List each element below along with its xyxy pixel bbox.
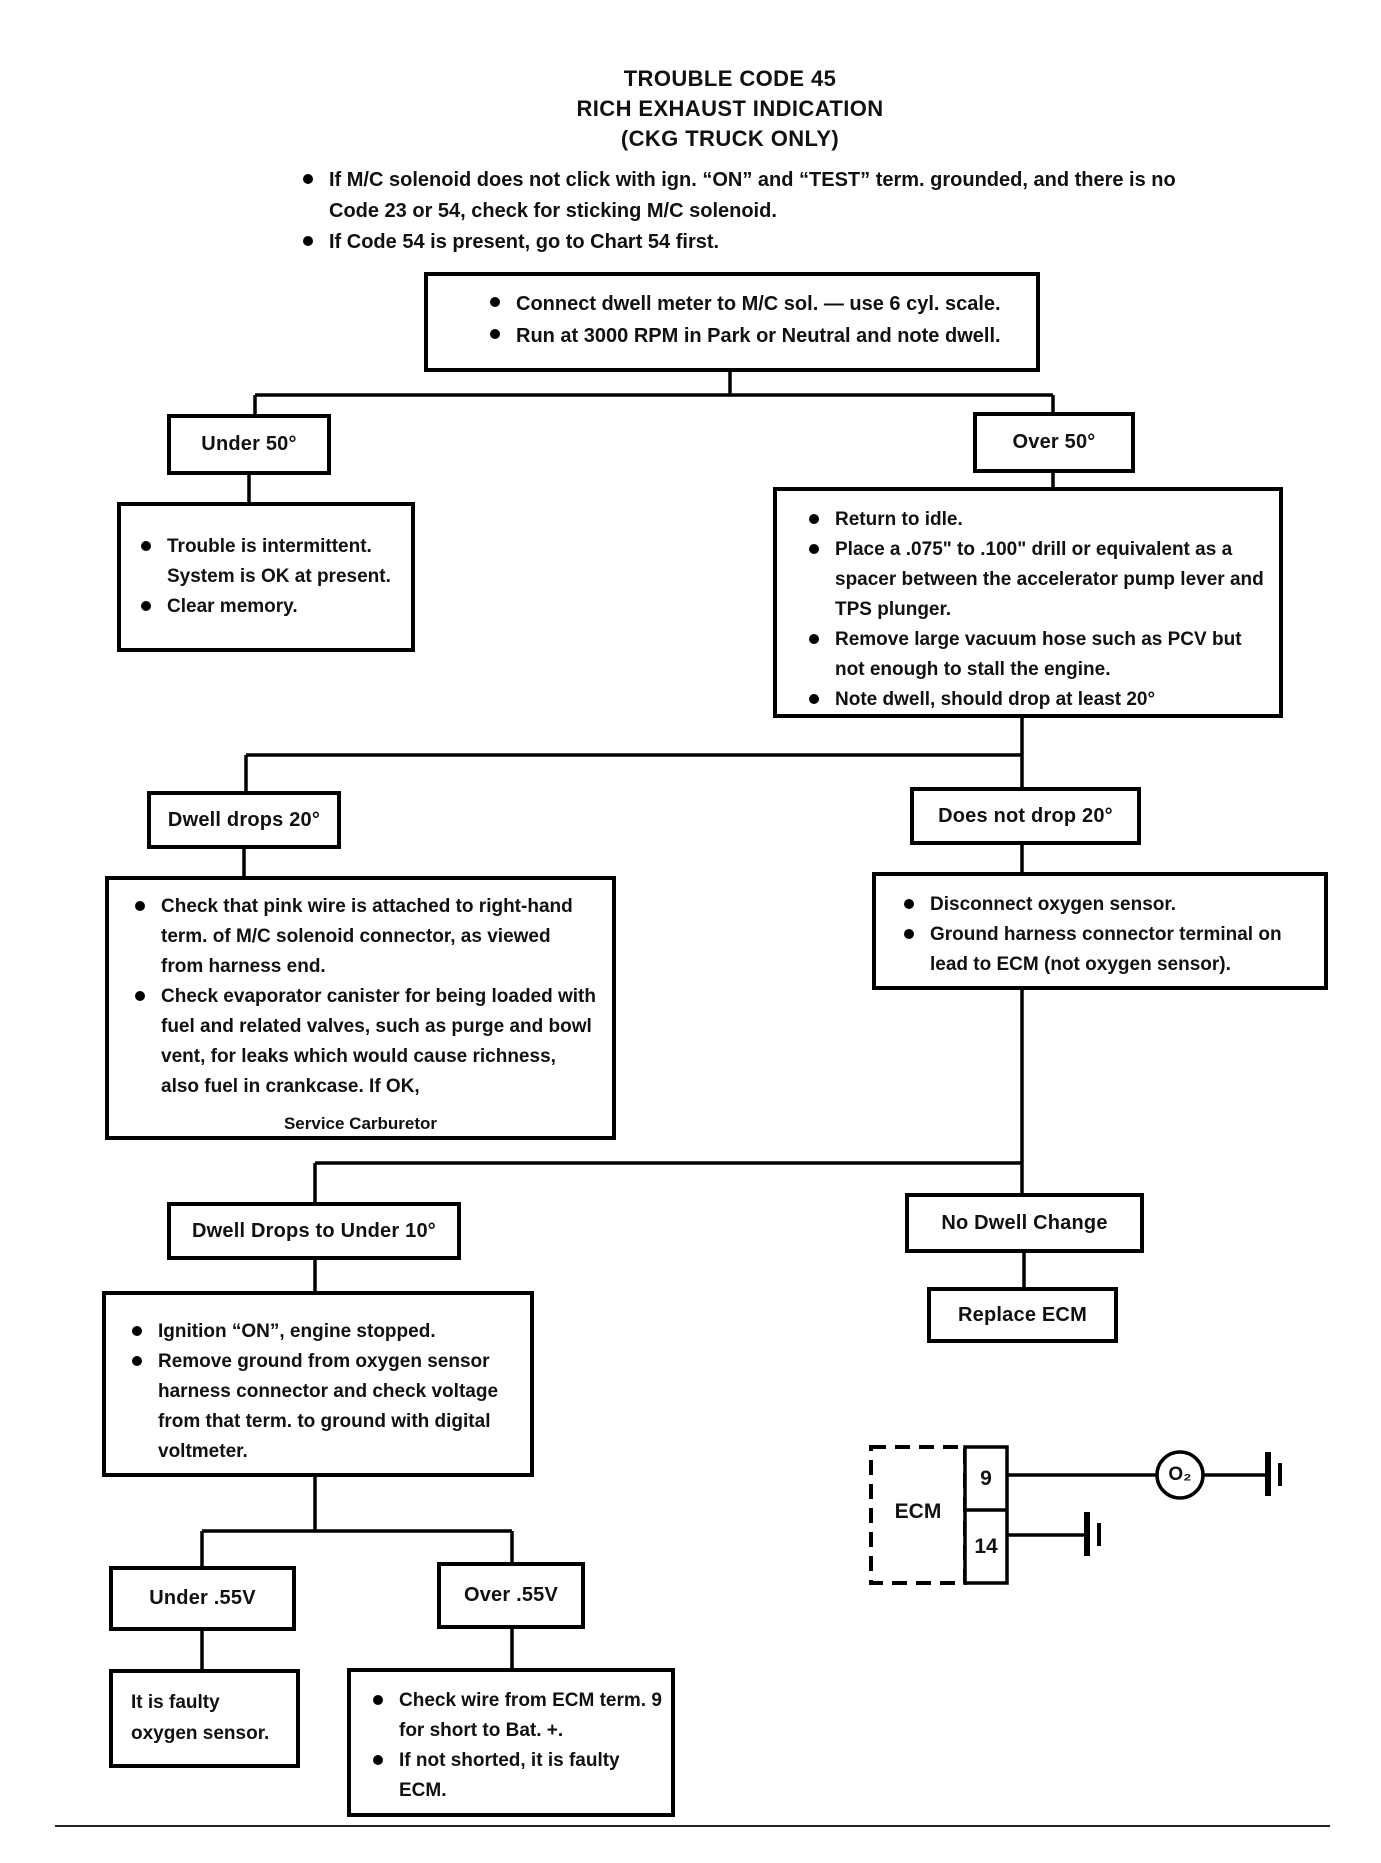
title-line-2: RICH EXHAUST INDICATION [576,96,884,121]
list-item: Run at 3000 RPM in Park or Neutral and n… [490,320,1026,352]
bullet-icon [904,929,914,939]
node-label: Dwell drops 20° [167,808,321,831]
node-over-50: Over 50° [973,412,1135,473]
list-item: Check wire from ECM term. 9 for short to… [373,1686,663,1746]
node-over-55v: Over .55V [437,1562,585,1629]
bullet-icon [809,544,819,554]
list-item: Ground harness connector terminal on lea… [904,920,1314,980]
intro-notes: If M/C solenoid does not click with ign.… [303,165,1193,258]
list-item: Disconnect oxygen sensor. [904,890,1314,920]
step-text: Clear memory. [167,596,298,617]
node-dwell-drops-20: Dwell drops 20° [147,791,341,849]
node-dwell-under-10-steps: Ignition “ON”, engine stopped. Remove gr… [102,1291,534,1477]
ecm-box-label: ECM [894,1500,942,1523]
intro-note-text: If M/C solenoid does not click with ign.… [329,169,1176,222]
step-text: Place a .075" to .100" drill or equivale… [835,539,1264,620]
step-text: Ground harness connector terminal on lea… [930,924,1282,975]
service-carburetor-label: Service Carburetor [283,1114,438,1133]
list-item: Return to idle. [809,505,1269,535]
connector-line [244,716,1024,791]
step-text: If not shorted, it is faulty ECM. [399,1750,620,1801]
ecm-dashed-box [869,1445,967,1585]
intro-note-text: If Code 54 is present, go to Chart 54 fi… [329,231,720,253]
list-item: If not shorted, it is faulty ECM. [373,1746,663,1806]
node-label: Over .55V [463,1584,559,1606]
bullet-icon [303,236,313,246]
node-label: Under .55V [149,1587,256,1609]
node-label: No Dwell Change [941,1211,1108,1234]
node-dwell-drops-20-steps: Check that pink wire is attached to righ… [105,876,616,1140]
title-line-3: (CKG TRUCK ONLY) [620,126,840,151]
ecm-terminal-9-label: 9 [980,1466,992,1490]
node-label: Dwell Drops to Under 10° [192,1219,436,1242]
list-item: Trouble is intermittent. System is OK at… [141,532,405,592]
node-start: Connect dwell meter to M/C sol. — use 6 … [424,272,1040,372]
step-text: Run at 3000 RPM in Park or Neutral and n… [516,325,1001,347]
step-text: Remove ground from oxygen sensor harness… [158,1351,499,1462]
list-item: Connect dwell meter to M/C sol. — use 6 … [490,288,1026,320]
node-dwell-under-10: Dwell Drops to Under 10° [167,1202,461,1260]
step-text: Check wire from ECM term. 9 for short to… [399,1690,662,1741]
o2-sensor-label: O₂ [1168,1464,1192,1485]
bullet-icon [809,634,819,644]
step-text: Remove large vacuum hose such as PCV but… [835,629,1242,680]
node-label: Does not drop 20° [938,804,1113,827]
node-no-dwell-change: No Dwell Change [905,1193,1144,1253]
step-text: Note dwell, should drop at least 20° [835,689,1156,710]
bullet-icon [490,297,500,307]
bullet-icon [904,899,914,909]
node-under-50-result: Trouble is intermittent. System is OK at… [117,502,415,652]
list-item: Note dwell, should drop at least 20° [809,685,1269,715]
ecm-terminal-box [963,1445,1009,1585]
node-under-55v: Under .55V [109,1566,296,1631]
step-text: Check evaporator canister for being load… [161,986,596,1097]
list-item: Ignition “ON”, engine stopped. [132,1317,518,1347]
list-item: Check that pink wire is attached to righ… [135,892,598,982]
title-line-1: TROUBLE CODE 45 [623,66,837,91]
list-item: Remove ground from oxygen sensor harness… [132,1347,518,1467]
list-item: Place a .075" to .100" drill or equivale… [809,535,1269,625]
node-does-not-drop-20: Does not drop 20° [910,787,1141,845]
bullet-icon [303,174,313,184]
list-item: Check evaporator canister for being load… [135,982,598,1102]
bullet-icon [135,991,145,1001]
node-label: Under 50° [201,433,297,455]
node-label: Over 50° [1012,431,1096,453]
connector-line [200,1473,514,1566]
node-label: Replace ECM [958,1303,1087,1326]
step-text: Check that pink wire is attached to righ… [161,896,573,977]
step-text: Ignition “ON”, engine stopped. [158,1321,436,1342]
bullet-icon [132,1326,142,1336]
node-over-55v-steps: Check wire from ECM term. 9 for short to… [347,1668,675,1817]
bullet-icon [809,514,819,524]
list-item: If M/C solenoid does not click with ign.… [303,165,1193,227]
bullet-icon [132,1356,142,1366]
connector-line [313,986,1024,1202]
step-text: Trouble is intermittent. System is OK at… [167,536,391,587]
list-item: Clear memory. [141,592,405,622]
ecm-terminal-14-label: 14 [974,1534,998,1558]
node-replace-ecm: Replace ECM [927,1287,1118,1343]
result-text: It is faulty oxygen sensor. [131,1692,270,1744]
bullet-icon [141,541,151,551]
connector-line [253,372,1055,418]
list-item: If Code 54 is present, go to Chart 54 fi… [303,227,1193,258]
list-item: Remove large vacuum hose such as PCV but… [809,625,1269,685]
bullet-icon [490,329,500,339]
chart-title: TROUBLE CODE 45 RICH EXHAUST INDICATION … [380,64,1080,154]
node-over-50-steps: Return to idle. Place a .075" to .100" d… [773,487,1283,718]
bullet-icon [809,694,819,704]
bullet-icon [373,1755,383,1765]
node-under-50: Under 50° [167,414,331,475]
bullet-icon [373,1695,383,1705]
step-text: Disconnect oxygen sensor. [930,894,1177,915]
bullet-icon [141,601,151,611]
bullet-icon [135,901,145,911]
node-does-not-drop-steps: Disconnect oxygen sensor. Ground harness… [872,872,1328,990]
step-text: Return to idle. [835,509,963,530]
step-text: Connect dwell meter to M/C sol. — use 6 … [516,293,1001,315]
node-faulty-o2-sensor: It is faulty oxygen sensor. [109,1669,300,1768]
